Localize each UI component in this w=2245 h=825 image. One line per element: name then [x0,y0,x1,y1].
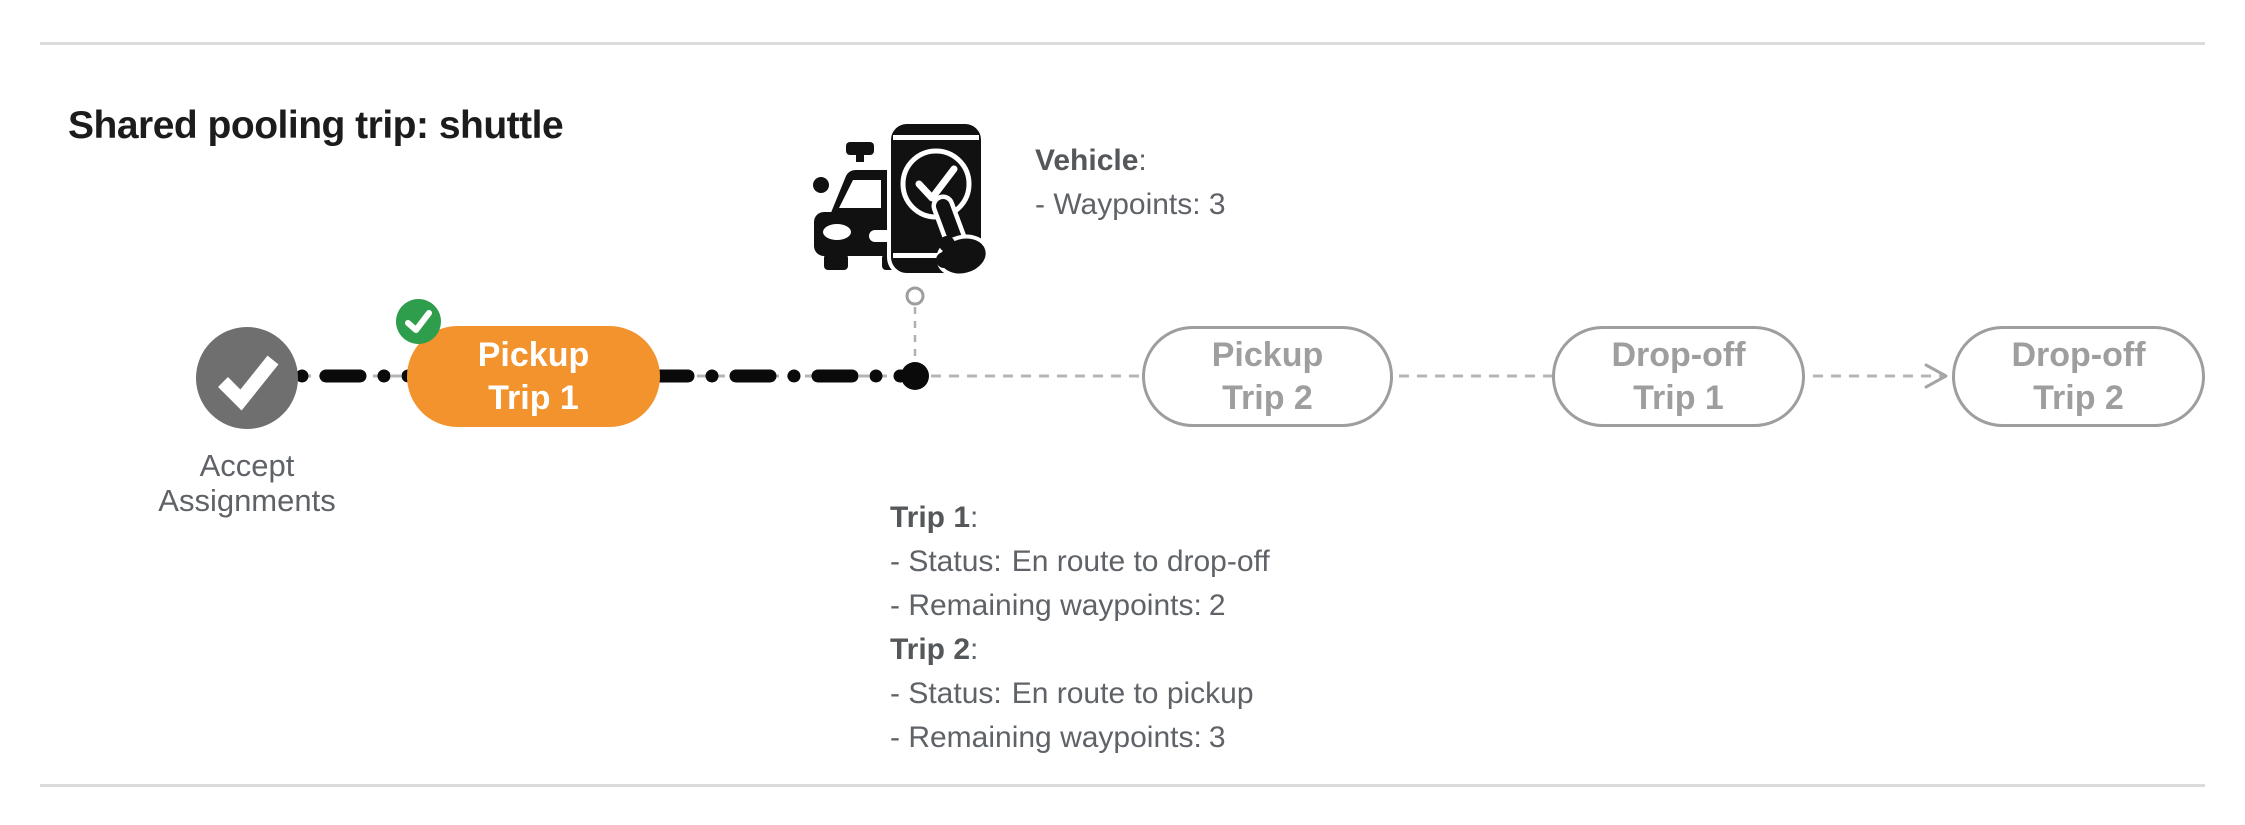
vehicle-icon [812,120,990,293]
node-dropoff-trip-2: Drop-off Trip 2 [1952,326,2205,427]
completed-badge [396,299,441,344]
trip-info-block: Trip 1: - Status:En route to drop-off - … [890,496,1270,760]
node-pickup-trip-2: Pickup Trip 2 [1142,326,1393,427]
check-icon [218,355,279,411]
vehicle-waypoints: - Waypoints: 3 [1035,188,1226,221]
page-title: Shared pooling trip: shuttle [68,104,564,148]
node-accept-assignments [196,327,298,429]
trip-2-status: - Status:En route to pickup [890,677,1254,710]
trip-2-heading: Trip 2: [890,633,979,666]
trip-1-status: - Status:En route to drop-off [890,545,1270,578]
trip-1-heading: Trip 1: [890,501,979,534]
node-dropoff-trip-1: Drop-off Trip 1 [1552,326,1805,427]
vehicle-heading: Vehicle: [1035,144,1147,177]
node-pickup-trip-1: Pickup Trip 1 [407,326,660,427]
trip-1-remaining: - Remaining waypoints:2 [890,589,1226,622]
current-position-dot [901,362,929,390]
check-icon [405,310,432,333]
vehicle-callout: Vehicle: - Waypoints: 3 [1035,139,1226,227]
arrowhead-icon [1924,363,1948,389]
trip-2-remaining: - Remaining waypoints:3 [890,721,1226,754]
top-divider [40,42,2205,45]
vehicle-stem-circle-marker [905,286,925,306]
bottom-divider [40,784,2205,787]
accept-assignments-label: Accept Assignments [158,448,336,518]
